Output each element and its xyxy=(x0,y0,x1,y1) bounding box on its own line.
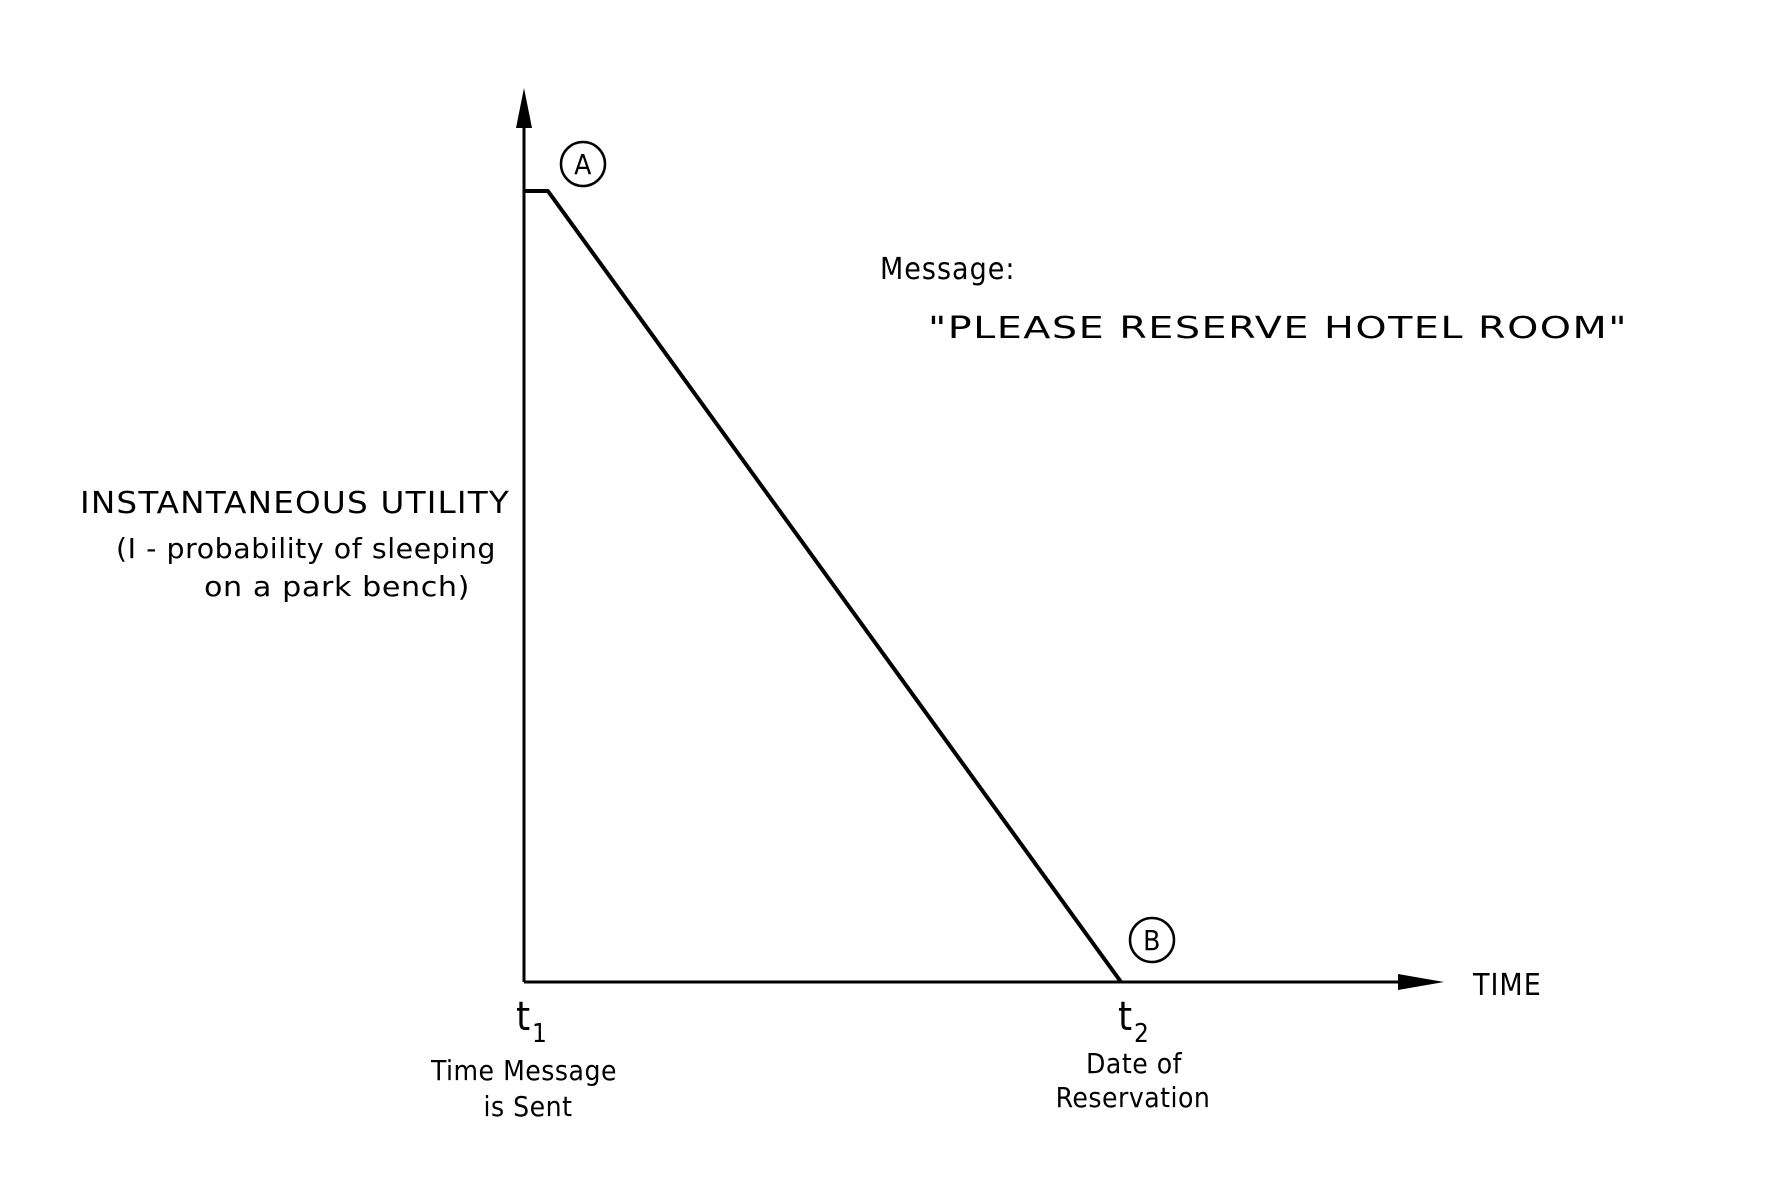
message-heading: Message: xyxy=(880,252,1015,287)
y-axis-label: INSTANTANEOUS UTILITY xyxy=(80,486,510,521)
y-axis-arrow xyxy=(516,88,532,128)
point-a-label: A xyxy=(574,148,592,181)
point-b-marker: B xyxy=(1128,916,1176,964)
y-axis-note-line2: on a park bench) xyxy=(204,570,470,603)
tick-t1-label-line1: Time Message xyxy=(430,1054,617,1087)
tick-t1-main: t xyxy=(516,994,530,1040)
tick-t2-label-line1: Date of xyxy=(1086,1047,1183,1080)
tick-t2-sub: 2 xyxy=(1134,1019,1149,1049)
x-axis-label: TIME xyxy=(1472,968,1542,1003)
utility-line xyxy=(524,189,1123,984)
tick-t2: t 2 Date of Reservation xyxy=(1056,994,1211,1114)
tick-t1-sub: 1 xyxy=(532,1019,547,1049)
tick-t2-main: t xyxy=(1118,994,1132,1040)
point-a-marker: A xyxy=(559,140,607,188)
y-axis-note-line1: (I - probability of sleeping xyxy=(116,532,496,565)
message-text: "PLEASE RESERVE HOTEL ROOM" xyxy=(928,311,1628,346)
tick-t1: t 1 Time Message is Sent xyxy=(430,994,617,1123)
x-axis-arrow xyxy=(1398,974,1444,990)
point-b-label: B xyxy=(1143,924,1161,957)
tick-t2-label-line2: Reservation xyxy=(1056,1081,1211,1114)
tick-t1-label-line2: is Sent xyxy=(484,1090,573,1123)
